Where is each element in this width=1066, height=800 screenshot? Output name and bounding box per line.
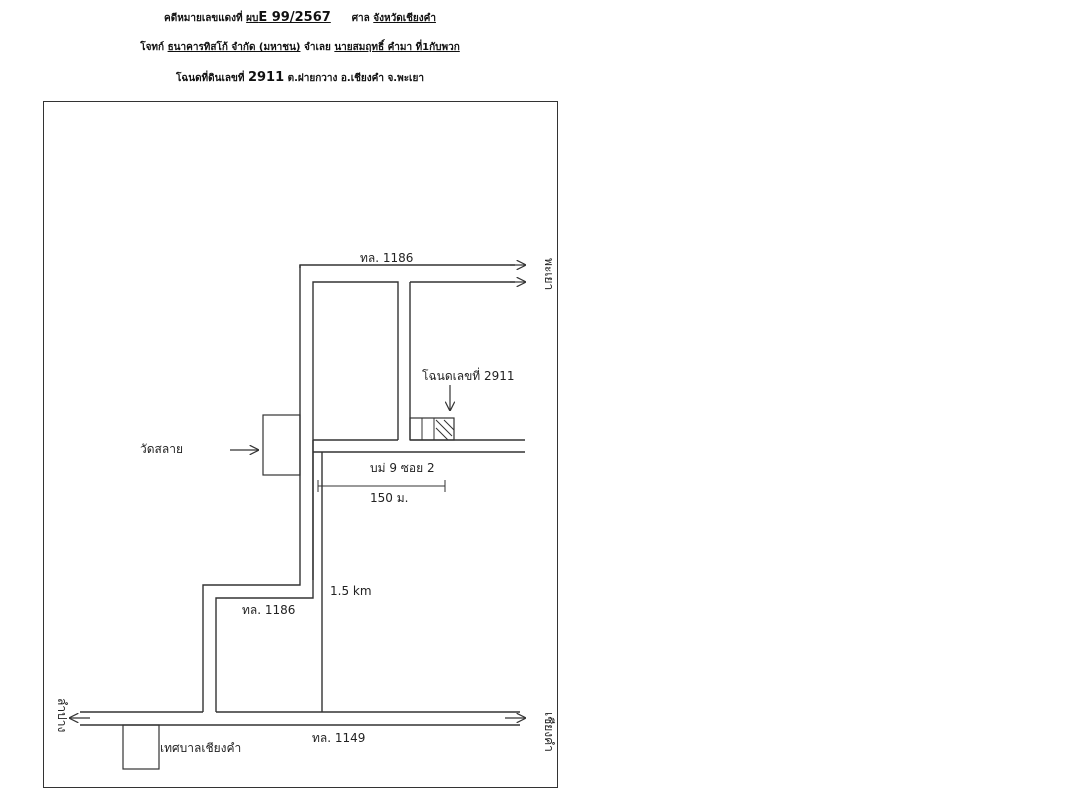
defendant-name: นายสมฤทธิ์ คำมา ที่1กับพวก [334, 42, 460, 53]
case-number-line: คดีหมายเลขแดงที่ ผบE 99/2567 ศาล จังหวัด… [0, 10, 600, 26]
deed-note-label: โฉนดเลขที่ 2911 [422, 367, 515, 383]
road-top [299, 265, 525, 580]
deed-location: ต.ฝายกวาง อ.เชียงคำ จ.พะเยา [287, 73, 424, 84]
case-prefix: ผบ [246, 13, 259, 24]
road-vertical-left [202, 265, 314, 712]
alley-label: บม่ 9 ซอย 2 [370, 461, 435, 475]
deed-number: 2911 [247, 70, 285, 85]
hospital-marker [122, 724, 160, 770]
distance-150m [317, 480, 446, 492]
case-number: E 99/2567 [258, 10, 331, 25]
defendant-label: จำเลย [303, 42, 331, 53]
case-label: คดีหมายเลขแดงที่ [164, 13, 243, 24]
deed-line: โฉนดที่ดินเลขที่ 2911 ต.ฝายกวาง อ.เชียงค… [0, 70, 600, 86]
court-label: ศาล [351, 13, 370, 24]
distance-alley-label: 150 ม. [370, 491, 408, 505]
parties-line: โจทก์ ธนาคารทิสโก้ จำกัด (มหาชน) จำเลย น… [0, 40, 600, 55]
deed-label: โฉนดที่ดินเลขที่ [176, 73, 245, 84]
alley-road [313, 282, 525, 712]
temple-marker [230, 414, 301, 476]
plaintiff-name: ธนาคารทิสโก้ จำกัด (มหาชน) [167, 42, 301, 53]
road-top-label: ทล. 1186 [360, 251, 413, 265]
temple-label: วัดสลาย [140, 442, 183, 456]
map-frame [43, 101, 558, 788]
target-plot [409, 385, 454, 441]
direction-phayao-label: พะเยา [542, 258, 556, 290]
direction-lampang-label: ลำปาง [55, 698, 69, 732]
direction-chiangkham-label: เชียงคำ [542, 712, 556, 752]
distance-road-label: 1.5 km [330, 584, 372, 598]
plaintiff-label: โจทก์ [140, 42, 165, 53]
road-bottom-label: ทล. 1149 [312, 731, 365, 745]
hospital-label: เทศบาลเชียงคำ [160, 741, 241, 755]
road-bottom [70, 711, 525, 726]
road-mid-label: ทล. 1186 [242, 603, 295, 617]
court-name: จังหวัดเชียงคำ [373, 13, 436, 24]
